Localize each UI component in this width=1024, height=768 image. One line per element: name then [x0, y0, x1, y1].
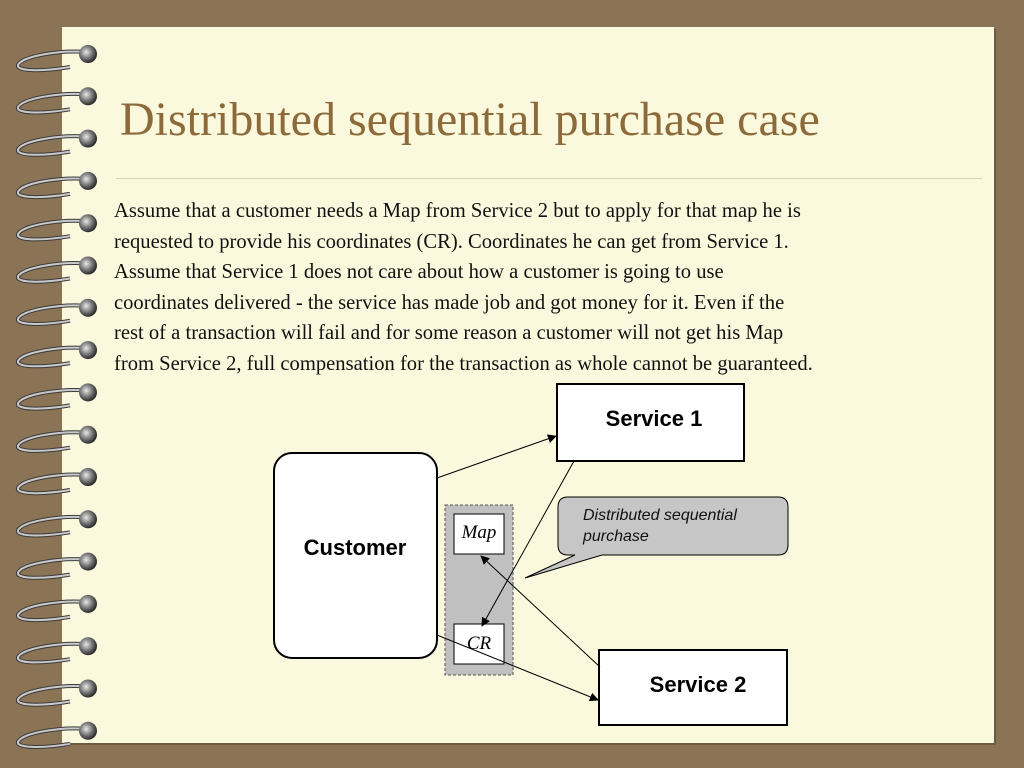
title-divider	[116, 178, 982, 179]
paragraph-line: requested to provide his coordinates (CR…	[114, 230, 789, 253]
map-node: Map	[453, 513, 505, 555]
paragraph-line: coordinates delivered - the service has …	[114, 291, 785, 314]
arrow-customer-to-service2	[436, 634, 599, 702]
callout-line-2: purchase	[582, 528, 649, 545]
spiral-ring	[16, 298, 97, 326]
spiral-ring	[16, 510, 97, 538]
arrow-customer-to-service1	[436, 434, 557, 479]
spiral-ring	[16, 721, 97, 749]
arrow-service1-to-cr	[481, 460, 575, 627]
spiral-ring	[16, 45, 97, 73]
spiral-ring	[16, 383, 97, 411]
spiral-ring	[16, 594, 97, 623]
slide-title: Distributed sequential purchase case	[120, 93, 820, 146]
service2-label: Service 2	[650, 672, 747, 697]
spiral-ring	[16, 679, 97, 707]
spiral-ring	[16, 637, 97, 665]
service1-node: Service 1	[556, 383, 745, 462]
customer-node: Customer	[273, 452, 438, 659]
spiral-ring	[16, 87, 97, 115]
callout-line-1: Distributed sequential	[583, 507, 737, 524]
cr-label: CR	[467, 633, 492, 654]
paragraph-line: Assume that Service 1 does not care abou…	[114, 261, 724, 283]
paragraph-line: Assume that a customer needs a Map from …	[114, 200, 801, 222]
paragraph-line: from Service 2, full compensation for th…	[114, 352, 813, 375]
service2-node: Service 2	[598, 649, 788, 726]
spiral-binding	[16, 45, 97, 749]
service1-label: Service 1	[606, 406, 703, 431]
spiral-ring	[16, 129, 97, 157]
notebook-page	[62, 27, 994, 743]
spiral-ring	[16, 171, 97, 200]
cr-node: CR	[453, 623, 505, 665]
map-label: Map	[461, 522, 497, 543]
spiral-ring	[16, 552, 97, 580]
spiral-ring	[16, 468, 97, 496]
arrow-service2-to-map	[480, 555, 601, 668]
spiral-ring	[16, 425, 97, 453]
customer-label: Customer	[304, 535, 407, 560]
spiral-ring	[16, 341, 97, 369]
callout-bubble: Distributed sequential purchase	[524, 496, 789, 579]
spiral-ring	[16, 214, 97, 242]
spiral-ring	[16, 256, 97, 284]
body-paragraph: Assume that a customer needs a Map from …	[114, 196, 994, 379]
paragraph-line: rest of a transaction will fail and for …	[114, 322, 784, 344]
